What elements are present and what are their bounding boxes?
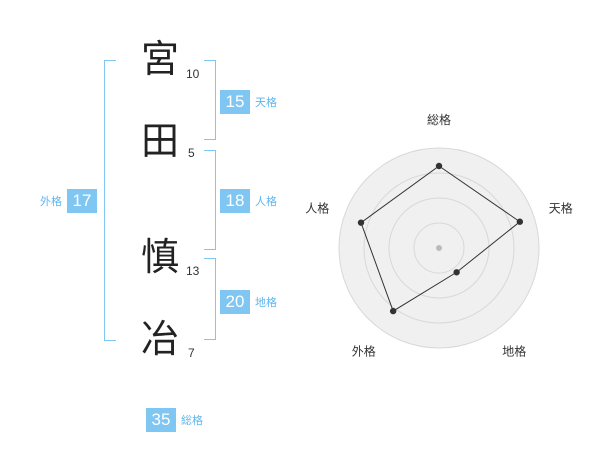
soukaku-badge: 35 総格 [146, 408, 203, 432]
radar-axis-label-2: 天格 [549, 200, 573, 215]
jinkaku-badge: 18 人格 [220, 189, 277, 213]
tenkaku-value: 15 [220, 90, 250, 114]
chikaku-value: 20 [220, 290, 250, 314]
stroke-count-2: 5 [188, 146, 195, 160]
radar-point-3 [453, 269, 460, 276]
gaikaku-bracket [104, 60, 116, 341]
chikaku-label: 地格 [255, 296, 277, 309]
tenkaku-label: 天格 [255, 96, 277, 109]
radar-point-2 [516, 218, 524, 225]
name-char-3: 慎 [141, 235, 180, 279]
radar-point-4 [389, 307, 397, 315]
stroke-count-1: 10 [186, 67, 200, 81]
chikaku-bracket [204, 258, 216, 340]
radar-axis-label-4: 外格 [352, 344, 376, 359]
radar-point-1 [435, 162, 443, 170]
name-char-2: 田 [141, 119, 180, 163]
radar-center-dot [436, 245, 442, 251]
gaikaku-badge: 外格 17 [40, 189, 97, 213]
radar-ring [363, 172, 515, 324]
jinkaku-value: 18 [220, 189, 250, 213]
chikaku-badge: 20 地格 [220, 290, 277, 314]
stroke-count-3: 13 [186, 264, 200, 278]
jinkaku-bracket [204, 150, 216, 250]
radar-axis-label-5: 人格 [305, 200, 329, 215]
gaikaku-value: 17 [67, 189, 97, 213]
tenkaku-badge: 15 天格 [220, 90, 277, 114]
radar-point-5 [357, 219, 365, 226]
radar-ring [413, 222, 465, 274]
radar-ring [388, 197, 490, 299]
radar-axis-label-1: 総格 [427, 112, 451, 127]
jinkaku-label: 人格 [255, 195, 277, 208]
name-char-4: 冶 [141, 317, 180, 361]
stroke-count-4: 7 [188, 346, 195, 360]
name-char-1: 宮 [141, 37, 180, 81]
tenkaku-bracket [204, 60, 216, 140]
gaikaku-label: 外格 [40, 195, 62, 208]
radar-series-line [360, 165, 521, 312]
radar-axis-label-3: 地格 [502, 344, 526, 359]
soukaku-label: 総格 [181, 414, 203, 427]
soukaku-value: 35 [146, 408, 176, 432]
